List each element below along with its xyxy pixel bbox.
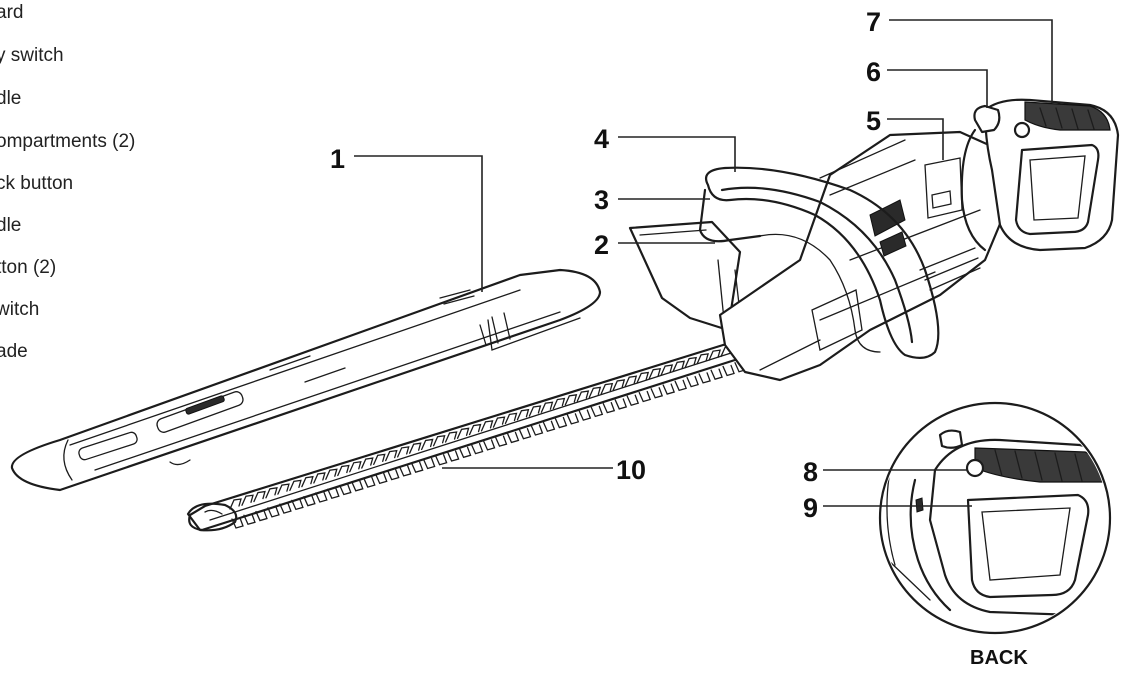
rear-handle-drawing bbox=[960, 98, 1120, 252]
legend-item-5: ck button bbox=[0, 173, 74, 194]
front-handle-drawing bbox=[698, 166, 940, 359]
callout-4: 4 bbox=[594, 124, 609, 154]
callout-9: 9 bbox=[803, 493, 818, 523]
trimmer-body-drawing bbox=[718, 130, 1012, 382]
blade-guard-drawing bbox=[10, 268, 602, 492]
back-view-inset bbox=[878, 401, 1112, 635]
legend-item-3: dle bbox=[0, 88, 22, 109]
legend-item-2: y switch bbox=[0, 45, 64, 66]
callout-7: 7 bbox=[866, 7, 881, 37]
callout-8: 8 bbox=[803, 457, 818, 487]
callout-10: 10 bbox=[616, 455, 646, 485]
legend-item-1: ard bbox=[0, 2, 24, 23]
callout-3: 3 bbox=[594, 185, 609, 215]
callout-6: 6 bbox=[866, 57, 881, 87]
parts-legend: ard y switch dle ompartments (2) ck butt… bbox=[0, 0, 200, 380]
callout-2: 2 bbox=[594, 230, 609, 260]
leader-lines bbox=[354, 19, 1053, 507]
inset-label: BACK bbox=[970, 647, 1028, 669]
callout-5: 5 bbox=[866, 106, 881, 136]
legend-item-9: ade bbox=[0, 341, 28, 362]
leader-1 bbox=[354, 155, 483, 292]
legend-item-8: witch bbox=[0, 299, 40, 320]
leader-5 bbox=[887, 118, 944, 160]
leader-4 bbox=[618, 136, 736, 172]
leader-7 bbox=[889, 19, 1053, 103]
leader-6 bbox=[887, 69, 988, 108]
legend-item-6: dle bbox=[0, 215, 22, 236]
legend-item-4: ompartments (2) bbox=[0, 131, 136, 152]
callout-1: 1 bbox=[330, 144, 345, 174]
legend-item-7: tton (2) bbox=[0, 257, 57, 278]
